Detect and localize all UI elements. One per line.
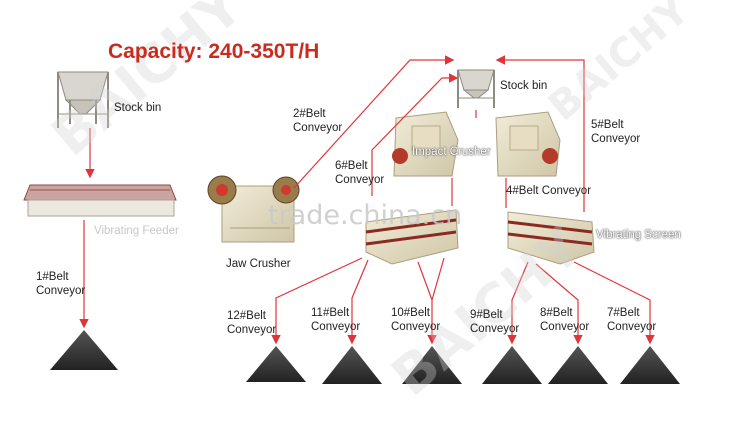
vibrating-feeder-drawing [23, 184, 177, 217]
stock-bin-1-label: Stock bin [114, 102, 162, 114]
impact-crusher-left-drawing [392, 111, 459, 177]
pile-7 [620, 346, 680, 384]
stock-bin-2-label: Stock bin [500, 80, 548, 92]
pile-10 [402, 346, 462, 384]
stock-bin-1-drawing [57, 71, 109, 128]
belt-4-label: 4#Belt Conveyor [506, 185, 592, 197]
product-piles [50, 330, 680, 384]
pile-8 [548, 346, 608, 384]
jaw-crusher-label: Jaw Crusher [226, 258, 291, 270]
capacity-title: Capacity: 240-350T/H [108, 40, 320, 63]
pile-11 [322, 346, 382, 384]
impact-crusher-label: Impact Crusher [412, 146, 491, 158]
vibrating-feeder-label: Vibrating Feeder [94, 225, 179, 237]
vibrating-screen-left-drawing [365, 209, 459, 265]
jaw-crusher-drawing [207, 175, 300, 243]
impact-crusher-right-drawing [495, 111, 561, 177]
pile-1 [50, 330, 118, 370]
flow-lines [79, 55, 655, 345]
pile-9 [482, 346, 542, 384]
vibrating-screen-label: Vibrating Screen [596, 229, 681, 241]
stock-bin-2-drawing [457, 69, 495, 108]
pile-12 [246, 346, 306, 382]
vibrating-screen-right-drawing [507, 211, 595, 265]
